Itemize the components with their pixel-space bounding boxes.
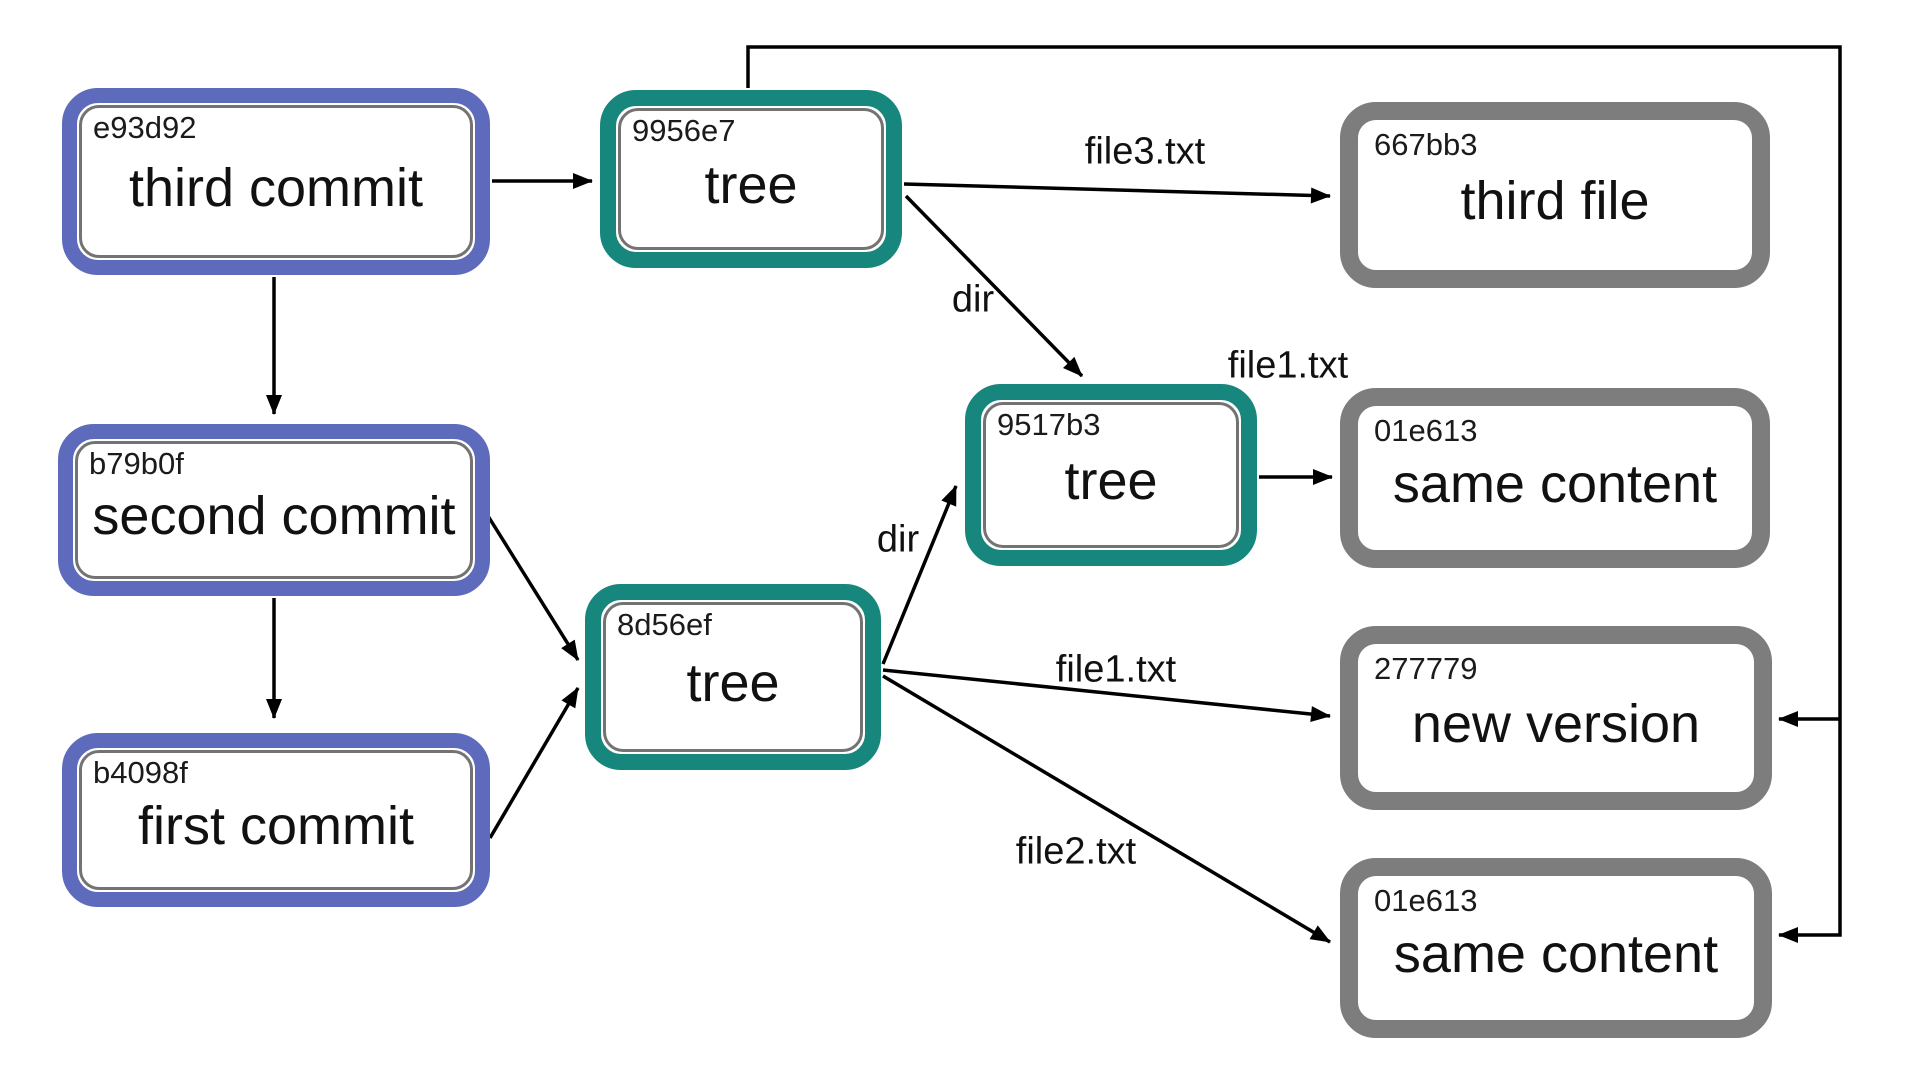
third-file-label: third file bbox=[1460, 171, 1650, 231]
tree-8d56ef-hash: 8d56ef bbox=[617, 607, 712, 642]
edge-label-file1-dir: file1.txt bbox=[1227, 344, 1349, 387]
edge-label-file2: file2.txt bbox=[1015, 830, 1137, 873]
node-tree-8d56ef: 8d56ef tree bbox=[585, 584, 881, 770]
edge-tree-samecontent-file2 bbox=[882, 674, 1331, 944]
first-commit-label: first commit bbox=[138, 795, 414, 856]
first-commit-hash: b4098f bbox=[93, 755, 188, 790]
node-blob-third-file: 667bb3 third file bbox=[1340, 102, 1770, 288]
edge-firstcommit-tree bbox=[488, 687, 580, 839]
same-content-bottom-hash: 01e613 bbox=[1374, 883, 1478, 918]
edge-secondcommit-tree bbox=[486, 515, 580, 661]
edge-tree-dirtree-mid bbox=[881, 485, 958, 665]
edge-tree-dirtree-top bbox=[904, 194, 1084, 378]
edge-label-file1-mid: file1.txt bbox=[1055, 648, 1177, 691]
edge-toptree-loop-samecontent bbox=[746, 45, 1842, 943]
third-commit-hash: e93d92 bbox=[93, 110, 197, 145]
node-blob-same-content-top: 01e613 same content bbox=[1340, 388, 1770, 568]
same-content-top-label: same content bbox=[1392, 453, 1718, 514]
node-third-commit: e93d92 third commit bbox=[62, 88, 490, 275]
new-version-label: new version bbox=[1411, 693, 1701, 754]
node-second-commit: b79b0f second commit bbox=[58, 424, 490, 596]
tree-9956e7-hash: 9956e7 bbox=[632, 113, 736, 148]
third-file-hash: 667bb3 bbox=[1374, 127, 1478, 162]
same-content-bottom-label: same content bbox=[1393, 923, 1719, 984]
same-content-top-hash: 01e613 bbox=[1374, 413, 1478, 448]
node-tree-9517b3: 9517b3 tree bbox=[965, 384, 1257, 566]
edge-label-dir-top: dir bbox=[951, 278, 995, 321]
second-commit-label: second commit bbox=[92, 485, 456, 546]
node-blob-new-version: 277779 new version bbox=[1340, 626, 1772, 810]
edge-label-file3: file3.txt bbox=[1084, 130, 1206, 173]
third-commit-label: third commit bbox=[128, 157, 424, 218]
tree-9517b3-hash: 9517b3 bbox=[997, 407, 1101, 442]
new-version-hash: 277779 bbox=[1374, 651, 1478, 686]
second-commit-hash: b79b0f bbox=[89, 446, 184, 481]
tree-9517b3-label: tree bbox=[1064, 451, 1158, 511]
edge-label-dir-mid: dir bbox=[876, 518, 920, 561]
tree-9956e7-label: tree bbox=[704, 154, 798, 215]
edge-tree-thirdfile-file3 bbox=[903, 182, 1331, 204]
node-tree-9956e7: 9956e7 tree bbox=[600, 90, 902, 268]
node-blob-same-content-bottom: 01e613 same content bbox=[1340, 858, 1772, 1038]
node-first-commit: b4098f first commit bbox=[62, 733, 490, 907]
tree-8d56ef-label: tree bbox=[686, 653, 780, 714]
edge-tree-newversion-file1 bbox=[882, 668, 1331, 723]
